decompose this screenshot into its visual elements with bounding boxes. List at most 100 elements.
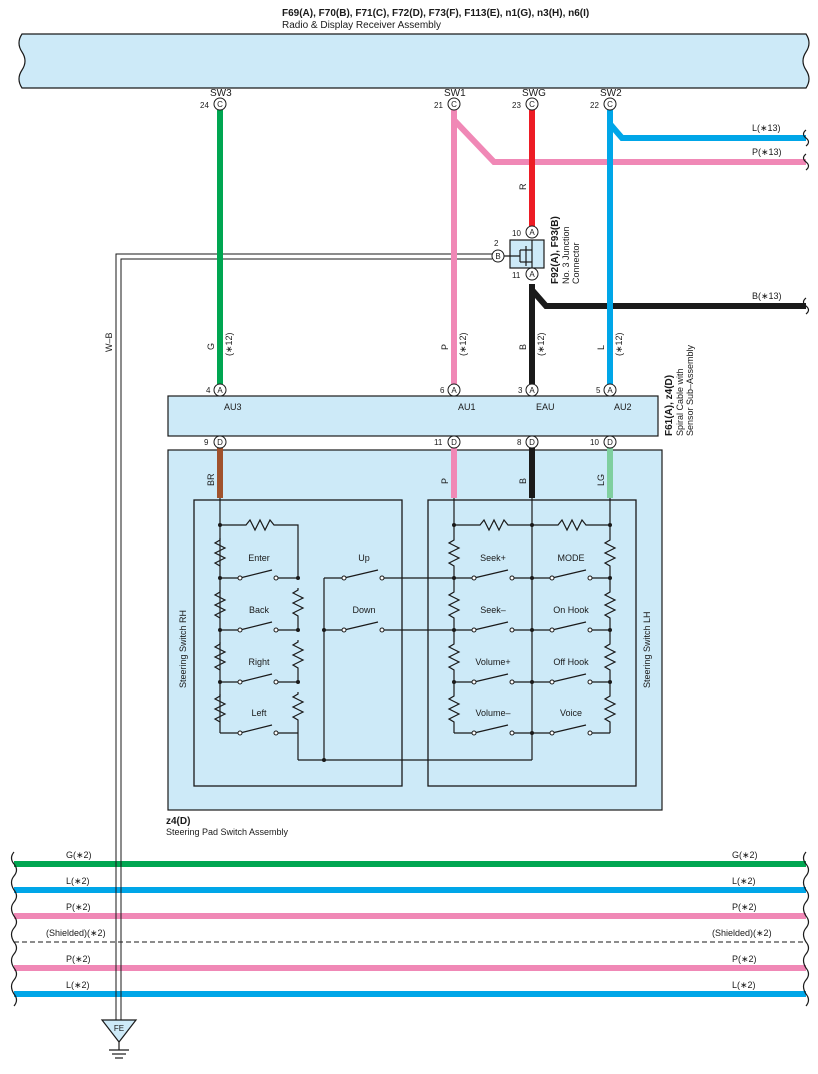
- pin-name-sw3: SW3: [210, 88, 232, 99]
- svg-text:23: 23: [512, 101, 521, 110]
- button-up: Up: [358, 553, 370, 563]
- button-volume-minus: Volume–: [475, 708, 510, 718]
- spiral-label-au3: AU3: [224, 402, 242, 412]
- spiral-cable-box: [167, 395, 659, 437]
- spiral-name-1: Spiral Cable with: [675, 368, 685, 436]
- button-left: Left: [251, 708, 267, 718]
- button-mode: MODE: [558, 553, 585, 563]
- svg-text:6: 6: [440, 386, 445, 395]
- wire-label-wb: W–B: [104, 332, 114, 352]
- bus-label-left-g: G(∗2): [66, 850, 92, 860]
- header-assembly-name: Radio & Display Receiver Assembly: [282, 20, 441, 31]
- ground-wire-wb: [115, 253, 492, 1020]
- lh-switch-nodes: [452, 523, 612, 735]
- svg-text:A: A: [217, 386, 223, 395]
- svg-text:D: D: [529, 438, 535, 447]
- pin-name-sw2: SW2: [600, 88, 622, 99]
- svg-text:11: 11: [434, 438, 443, 447]
- wire-black-b13: [529, 288, 806, 309]
- svg-text:8: 8: [517, 438, 522, 447]
- radio-pin-sw1: 21 C: [434, 97, 461, 111]
- wire-label-b-pad: B: [518, 478, 528, 484]
- rh-switch-contacts: [237, 575, 279, 736]
- svg-text:A: A: [529, 270, 535, 279]
- spiral-label-au1: AU1: [458, 402, 476, 412]
- button-down: Down: [352, 605, 375, 615]
- svg-text:5: 5: [596, 386, 601, 395]
- svg-text:C: C: [607, 100, 613, 109]
- spiral-top-pins: 4 A 6 A 3 A 5 A: [206, 383, 617, 397]
- wire-label-br: BR: [206, 473, 216, 486]
- button-off-hook: Off Hook: [553, 657, 589, 667]
- bus-label-right-l2: L(∗2): [732, 980, 756, 990]
- spiral-bottom-pins: 9 D 11 D 8 D 10 D: [204, 435, 617, 449]
- bus-label-left-l1: L(∗2): [66, 876, 90, 886]
- svg-text:A: A: [529, 386, 535, 395]
- svg-text:D: D: [607, 438, 613, 447]
- button-seek-plus: Seek+: [480, 553, 506, 563]
- ground-wire-front: [115, 856, 122, 1020]
- button-enter: Enter: [248, 553, 270, 563]
- bus-label-right-l1: L(∗2): [732, 876, 756, 886]
- svg-text:3: 3: [518, 386, 523, 395]
- wire-label-r: R: [518, 183, 528, 190]
- steering-switch-rh-title: Steering Switch RH: [178, 610, 188, 688]
- button-seek-minus: Seek–: [480, 605, 506, 615]
- junction-name-1: No. 3 Junction: [561, 226, 571, 284]
- spiral-label-eau: EAU: [536, 402, 555, 412]
- bus-label-left-p2: P(∗2): [66, 954, 91, 964]
- radio-receiver-box: [18, 33, 810, 89]
- button-volume-plus: Volume+: [475, 657, 510, 667]
- pad-ref: z4(D): [166, 816, 190, 827]
- updown-nodes: [322, 628, 326, 762]
- wire-label-p-pad: P: [440, 478, 450, 484]
- pin-name-swg: SWG: [522, 88, 546, 99]
- bus-label-left-shielded: (Shielded)(∗2): [46, 928, 106, 938]
- rh-switch-nodes: [218, 523, 300, 684]
- wire-label-p: P: [440, 344, 450, 350]
- ground-fe-icon: FE: [100, 1019, 138, 1059]
- svg-text:A: A: [607, 386, 613, 395]
- wire-label-b-note: (∗12): [536, 332, 546, 356]
- svg-text:22: 22: [590, 101, 599, 110]
- svg-text:10: 10: [590, 438, 599, 447]
- button-right: Right: [248, 657, 270, 667]
- wire-label-g: G: [206, 343, 216, 350]
- wire-label-l13: L(∗13): [752, 123, 781, 133]
- svg-text:10: 10: [512, 229, 521, 238]
- wire-label-b: B: [518, 344, 528, 350]
- junction-name-2: Connector: [571, 242, 581, 284]
- junction-ref: F92(A), F93(B): [550, 216, 561, 284]
- wire-end-marks: [802, 129, 810, 315]
- svg-text:C: C: [529, 100, 535, 109]
- bus-label-left-p1: P(∗2): [66, 902, 91, 912]
- svg-text:21: 21: [434, 101, 443, 110]
- lh-switch-contacts: [471, 575, 593, 736]
- spiral-label-au2: AU2: [614, 402, 632, 412]
- junction-connector: A A B 10 11 2: [491, 225, 545, 281]
- radio-pin-sw3: 24 C: [200, 97, 227, 111]
- steering-switch-lh-title: Steering Switch LH: [642, 611, 652, 688]
- radio-pin-swg: 23 C: [512, 97, 539, 111]
- wire-pink-p13: [451, 117, 806, 165]
- svg-text:B: B: [495, 252, 500, 261]
- svg-text:11: 11: [512, 271, 521, 280]
- bus-end-marks: [10, 851, 810, 1007]
- spiral-ref: F61(A), z4(D): [664, 375, 675, 436]
- bus-label-right-p2: P(∗2): [732, 954, 757, 964]
- svg-text:A: A: [529, 228, 535, 237]
- spiral-name-2: Sensor Sub–Assembly: [685, 344, 695, 436]
- svg-text:9: 9: [204, 438, 209, 447]
- button-voice: Voice: [560, 708, 582, 718]
- wire-label-l-note: (∗12): [614, 332, 624, 356]
- updown-contacts: [341, 575, 385, 633]
- svg-text:4: 4: [206, 386, 211, 395]
- wire-label-p-note: (∗12): [458, 332, 468, 356]
- svg-text:A: A: [451, 386, 457, 395]
- svg-text:D: D: [217, 438, 223, 447]
- button-back: Back: [249, 605, 270, 615]
- wire-label-l: L: [596, 345, 606, 350]
- wire-label-b13: B(∗13): [752, 291, 782, 301]
- button-on-hook: On Hook: [553, 605, 589, 615]
- bus-label-left-l2: L(∗2): [66, 980, 90, 990]
